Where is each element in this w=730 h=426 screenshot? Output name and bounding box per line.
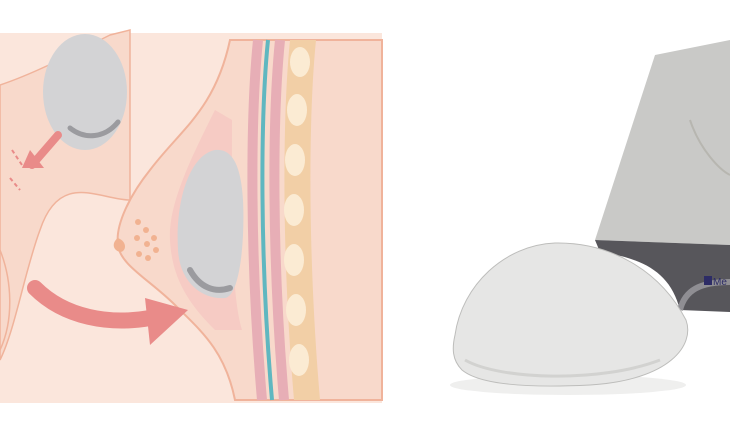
pectoral-muscle-line [247, 39, 267, 401]
placement-arrow-head [145, 298, 188, 345]
insertion-arrow-head [22, 150, 44, 168]
box-front-face [595, 240, 730, 312]
incision-mark-bottom [9, 177, 21, 191]
implant-placed-shade [187, 267, 233, 293]
torso-curve [0, 249, 11, 351]
fascia-line [260, 39, 274, 401]
box-logo-text: Me [713, 277, 727, 288]
incision-mark-top [11, 149, 23, 166]
rib-bones [284, 47, 310, 376]
inner-muscle-line [269, 39, 289, 401]
implant-placed [177, 149, 244, 299]
box-top-face [595, 40, 730, 245]
nipple [113, 238, 125, 252]
diagram-top-gap [130, 0, 382, 33]
box-logo-mark [704, 276, 712, 285]
implant-rim [464, 358, 661, 378]
box-front-highlight [677, 279, 730, 311]
silicone-implant [452, 242, 689, 387]
placement-arrow-shaft [27, 280, 158, 329]
implant-placement-diagram [0, 0, 383, 403]
gland-dots [134, 219, 159, 261]
box-crease [689, 119, 730, 176]
implant-entering [43, 34, 127, 150]
implant-product-photo: Me [450, 40, 730, 395]
implant-entering-shade [67, 119, 121, 139]
